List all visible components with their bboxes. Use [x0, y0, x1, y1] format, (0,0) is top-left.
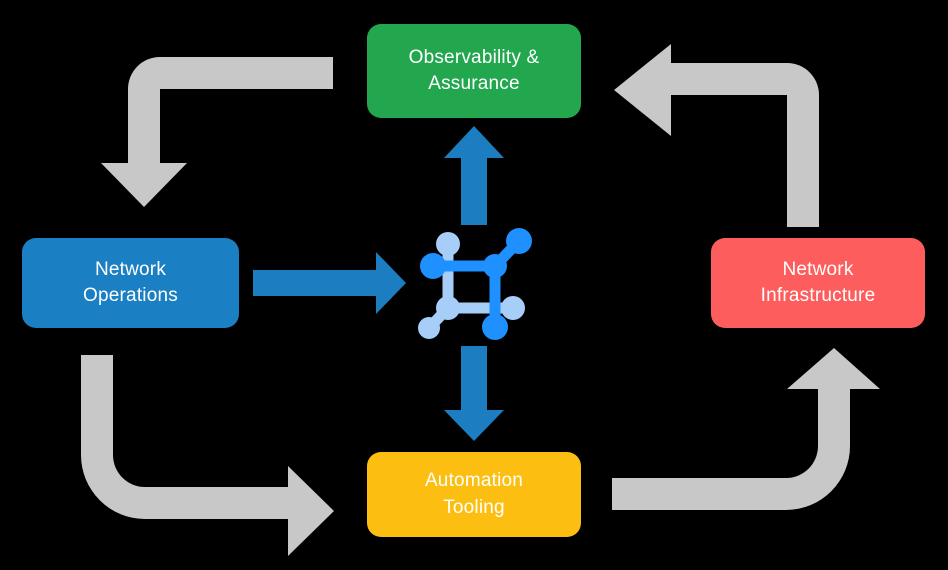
network-mesh-icon [418, 228, 532, 340]
arrow-hub-to-automation [444, 346, 504, 441]
node-network-infrastructure[interactable]: Network Infrastructure [711, 238, 925, 328]
arrow-automation-to-infrastructure [612, 348, 880, 510]
node-network-operations[interactable]: Network Operations [22, 238, 239, 328]
arrow-hub-to-observability [444, 126, 504, 225]
arrow-operations-to-hub [253, 252, 406, 314]
node-network-infrastructure-label: Network Infrastructure [760, 258, 876, 306]
node-automation-tooling-label: Automation Tooling [424, 470, 524, 518]
node-observability-assurance[interactable]: Observability & Assurance [367, 24, 581, 118]
node-automation-tooling[interactable]: Automation Tooling [367, 452, 581, 537]
network-mesh-hub [415, 215, 537, 340]
node-network-operations-label: Network Operations [83, 258, 178, 306]
node-observability-assurance-label: Observability & Assurance [408, 46, 540, 94]
arrow-operations-to-automation [81, 355, 334, 556]
arrow-infrastructure-to-observability [614, 44, 819, 227]
arrow-observability-to-operations [101, 57, 333, 207]
